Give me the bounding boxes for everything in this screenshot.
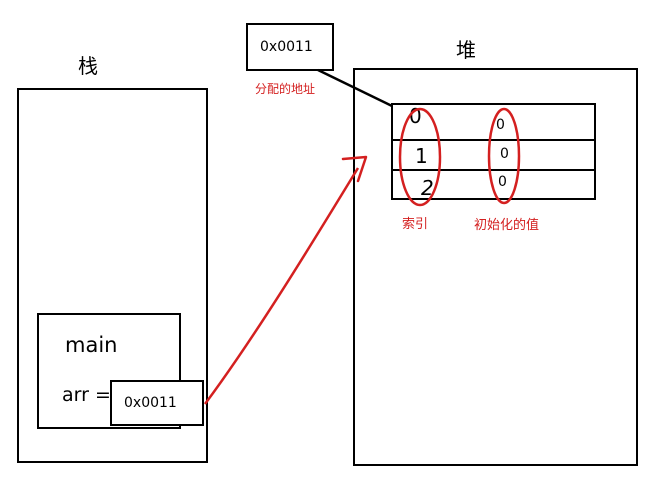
- array-value-0: 0: [496, 117, 505, 133]
- array-index-0: 0: [409, 104, 422, 128]
- index-caption: 索引: [402, 217, 429, 232]
- value-caption: 初始化的值: [474, 218, 540, 233]
- array-cell-0: [391, 103, 596, 141]
- heap-address-value: 0x0011: [260, 39, 313, 55]
- address-caption: 分配的地址: [255, 82, 316, 96]
- arr-label: arr =: [62, 384, 111, 406]
- heap-title: 堆: [456, 38, 476, 62]
- array-index-1: 1: [415, 144, 428, 168]
- array-index-2: 2: [421, 176, 434, 200]
- reference-arrow-line: [203, 167, 360, 405]
- heap-address-box: [246, 23, 334, 71]
- array-value-2: 0: [498, 174, 507, 190]
- array-value-1: 0: [500, 146, 509, 162]
- stack-title: 栈: [78, 54, 98, 78]
- arr-reference-box: [110, 380, 204, 426]
- arr-reference-value: 0x0011: [124, 395, 177, 411]
- main-frame-label: main: [65, 333, 118, 357]
